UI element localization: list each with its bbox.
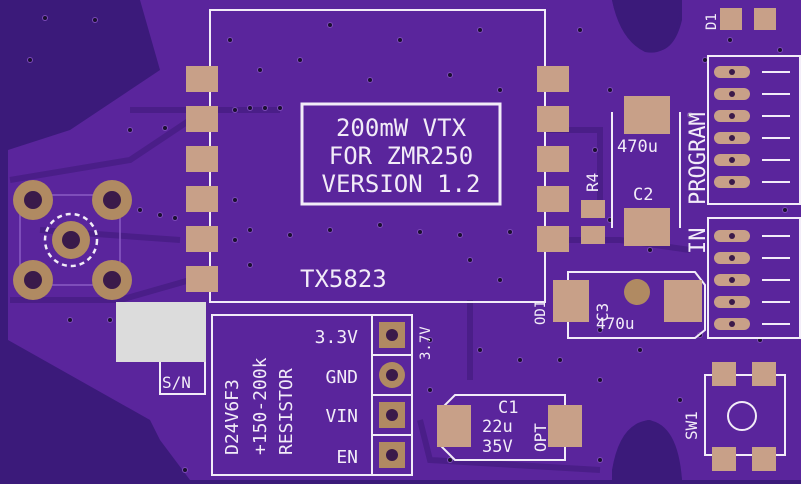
d1-label: D1 [704, 13, 720, 30]
resistor-note-line-3: RESISTOR [276, 368, 297, 455]
pin-label-4: EN [336, 447, 358, 468]
c1-ref: C1 [498, 398, 518, 418]
title-box [300, 102, 502, 206]
module-pads-left [186, 66, 218, 292]
in-header [707, 217, 801, 339]
c1-note: OPT [531, 423, 550, 452]
in-label: IN [686, 228, 711, 255]
pin-label-3: VIN [325, 406, 358, 427]
vias [27, 15, 788, 473]
title-line-3: VERSION 1.2 [322, 170, 481, 198]
pin-side-label: 3.7V [418, 326, 434, 360]
pin-label-1: 3.3V [315, 327, 359, 348]
r4-resistor [581, 200, 605, 244]
c3-capacitor [553, 271, 706, 339]
c2-ref: C2 [633, 185, 653, 205]
sw1-switch [704, 362, 786, 471]
c2-value: 470u [617, 137, 658, 157]
odi-label: ODI [533, 300, 549, 325]
pin-label-2: GND [325, 367, 358, 388]
serial-number-area [116, 302, 206, 362]
r4-ref: R4 [583, 173, 602, 192]
cutout-top [612, 0, 680, 53]
program-header [707, 55, 801, 205]
sw1-label: SW1 [682, 411, 701, 440]
c1-value-1: 22u [482, 417, 513, 437]
title-line-2: FOR ZMR250 [329, 142, 474, 170]
program-label: PROGRAM [686, 112, 711, 205]
d1-pad-2 [754, 8, 776, 30]
c1-capacitor [437, 394, 582, 461]
c2-capacitor [611, 96, 681, 246]
title-line-1: 200mW VTX [336, 114, 467, 142]
regulator-pads [379, 322, 405, 468]
traces [9, 107, 691, 473]
resistor-note-line-1: D24V6F3 [222, 379, 243, 455]
sn-label: S/N [162, 373, 191, 392]
d1-pad-1 [720, 8, 742, 30]
c1-value-2: 35V [482, 437, 513, 457]
resistor-note-line-2: +150-200k [250, 357, 271, 455]
sma-connector [13, 180, 132, 300]
module-label: TX5823 [300, 265, 387, 293]
module-pads-right [537, 66, 569, 252]
sn-outline [159, 362, 206, 395]
c3-value: 470u [596, 314, 635, 333]
c3-ref: C3 [593, 303, 612, 322]
cutout-bottom [612, 420, 682, 480]
